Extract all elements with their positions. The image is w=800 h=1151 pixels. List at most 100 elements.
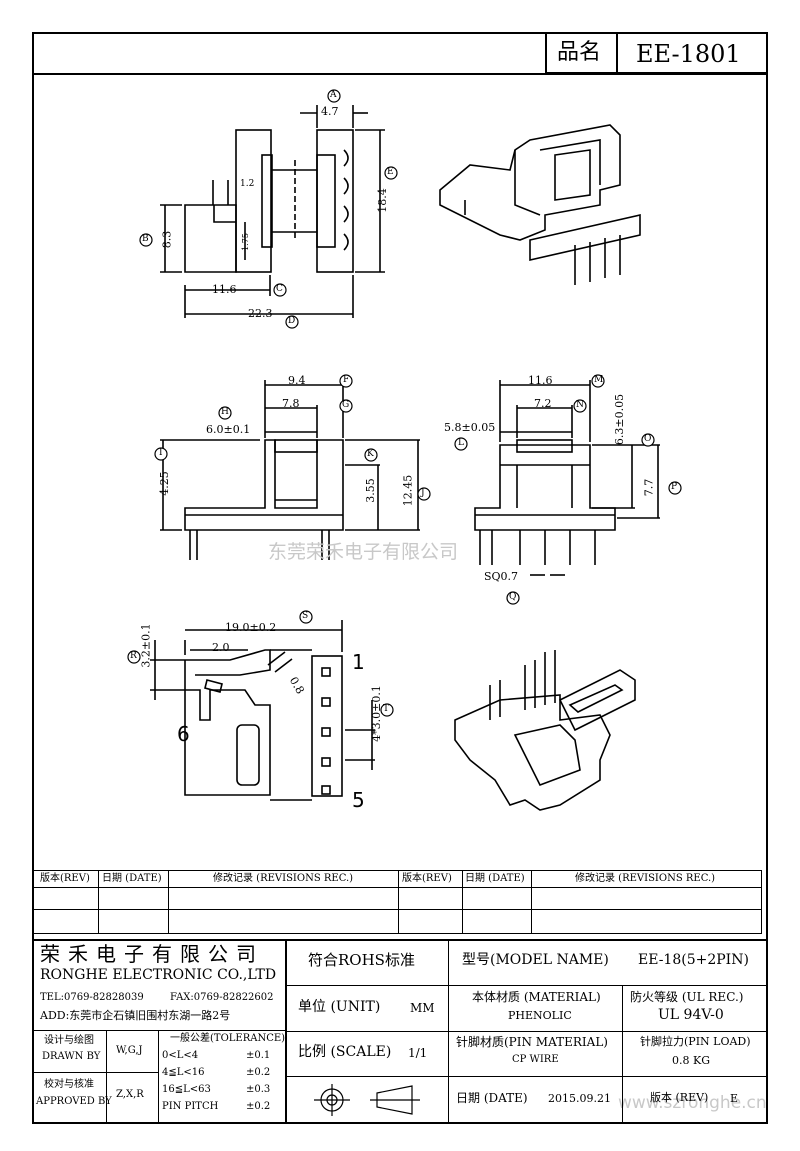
dim-4-25: 4.25 <box>157 471 171 496</box>
technical-drawing <box>127 89 682 811</box>
dim-4-7: 4.7 <box>321 105 339 118</box>
rev-header-date-1: 日期 (DATE) <box>102 873 162 884</box>
callout-m: M <box>594 375 604 385</box>
callout-g: G <box>342 400 350 410</box>
callout-s: S <box>302 611 309 621</box>
bottom-view <box>150 620 375 801</box>
callout-p: P <box>671 482 678 492</box>
callout-l: L <box>458 438 464 448</box>
designed-by-en: DRAWN BY <box>42 1051 101 1062</box>
tolerance-val-4: ±0.2 <box>246 1101 271 1112</box>
dim-11-6-a: 11.6 <box>212 283 237 296</box>
callout-t: T <box>383 704 390 714</box>
pin-material-label: 针脚材质(PIN MATERIAL) <box>456 1035 608 1049</box>
dim-1-75: 1.75 <box>240 233 250 251</box>
title-block-top <box>33 939 768 941</box>
rev-col-5 <box>531 870 532 934</box>
pin-label-5: 5 <box>352 788 365 812</box>
dim-5-8: 5.8±0.05 <box>444 421 496 434</box>
callout-e: E <box>387 167 394 177</box>
unit-value: MM <box>410 1001 435 1015</box>
watermark-text: 东莞荣禾电子有限公司 <box>268 541 459 563</box>
callout-i: I <box>159 448 163 458</box>
rev-col-3 <box>398 870 399 934</box>
rev-col-4 <box>462 870 463 934</box>
pin-label-1: 1 <box>352 650 365 674</box>
pin-load-label: 针脚拉力(PIN LOAD) <box>640 1035 751 1048</box>
rev-col-2 <box>168 870 169 934</box>
approved-by-value: Z,X,R <box>116 1089 144 1100</box>
isometric-view-2 <box>454 650 636 811</box>
dim-11-6-b: 11.6 <box>528 374 553 387</box>
scale-label: 比例 (SCALE) <box>298 1044 392 1060</box>
tolerance-range-3: 16≦L<63 <box>162 1084 211 1095</box>
dim-22-3: 22.3 <box>248 307 273 320</box>
company-address: ADD:东莞市企石镇旧围村东湖一路2号 <box>40 1009 231 1022</box>
callout-j: J <box>421 488 425 498</box>
callout-a: A <box>330 90 337 100</box>
dim-19-0: 19.0±0.2 <box>225 621 277 634</box>
dim-7-2: 7.2 <box>534 397 552 410</box>
callout-n: N <box>576 400 584 410</box>
model-value: EE-18(5+2PIN) <box>638 952 749 968</box>
callout-r: R <box>130 651 137 661</box>
material-value: PHENOLIC <box>508 1009 572 1022</box>
dim-3-55: 3.55 <box>363 478 377 503</box>
rev-header-rev-2: 版本(REV) <box>402 873 452 884</box>
date-value: 2015.09.21 <box>548 1092 611 1105</box>
approved-by-en: APPROVED BY <box>36 1096 112 1107</box>
callout-b: B <box>142 234 149 244</box>
dim-3-2: 3.2±0.1 <box>139 623 153 668</box>
rev-header-date-2: 日期 (DATE) <box>465 873 525 884</box>
scale-value: 1/1 <box>408 1046 428 1060</box>
title-row-1 <box>285 985 768 986</box>
callout-circles <box>127 89 682 717</box>
tolerance-range-1: 0<L<4 <box>162 1050 199 1061</box>
dim-6-0: 6.0±0.1 <box>206 423 251 436</box>
revisions-table <box>33 870 761 934</box>
side-view <box>160 105 385 318</box>
tolerance-val-1: ±0.1 <box>246 1050 271 1061</box>
dim-8-3: 8.3 <box>160 230 174 249</box>
designed-by-value: W,G,J <box>116 1045 143 1056</box>
rev-rule-1 <box>33 887 761 888</box>
callout-q: Q <box>509 592 517 602</box>
pin-material-value: CP WIRE <box>512 1054 559 1065</box>
title-row-2 <box>285 1031 768 1032</box>
dim-18-4: 18.4 <box>375 188 389 213</box>
tolerance-title: 一般公差(TOLERANCE) <box>170 1033 286 1044</box>
isometric-view-1 <box>439 124 641 285</box>
title-left-col-2 <box>158 1030 159 1124</box>
rev-header-rec-1: 修改记录 (REVISIONS REC.) <box>213 873 354 884</box>
title-left-row-2 <box>33 1072 158 1073</box>
title-left-row-1 <box>33 1030 285 1031</box>
dim-9-4: 9.4 <box>288 374 306 387</box>
projection-symbol-icon <box>314 1084 420 1116</box>
designed-by-cn: 设计与绘图 <box>44 1035 94 1046</box>
header-rule <box>32 73 768 75</box>
approved-by-cn: 校对与核准 <box>44 1079 94 1090</box>
company-name-en: RONGHE ELECTRONIC CO.,LTD <box>40 967 277 983</box>
rev-rule-2 <box>33 909 761 910</box>
company-name-cn: 荣禾电子有限公司 <box>40 942 264 966</box>
rev-col-6 <box>761 870 762 934</box>
title-row-3 <box>285 1076 768 1077</box>
part-number: EE-1801 <box>636 40 741 68</box>
drawing-frame <box>32 32 768 1124</box>
pin-load-value: 0.8 KG <box>672 1054 710 1067</box>
header-divider <box>616 32 618 74</box>
callout-c: C <box>276 284 283 294</box>
ul-value: UL 94V-0 <box>658 1007 724 1023</box>
dim-7-8: 7.8 <box>282 397 300 410</box>
material-label: 本体材质 (MATERIAL) <box>472 990 601 1004</box>
front-view <box>160 380 420 560</box>
watermark-url: www.szronghe.cn <box>618 1093 767 1113</box>
rev-value: E <box>730 1092 739 1105</box>
model-label: 型号(MODEL NAME) <box>462 952 609 968</box>
company-tel: TEL:0769-82828039 <box>40 992 144 1003</box>
rev-label: 版本 (REV) <box>650 1091 709 1104</box>
tolerance-val-2: ±0.2 <box>246 1067 271 1078</box>
tolerance-range-2: 4≦L<16 <box>162 1067 205 1078</box>
callout-h: H <box>221 407 229 417</box>
callout-o: O <box>644 434 652 444</box>
